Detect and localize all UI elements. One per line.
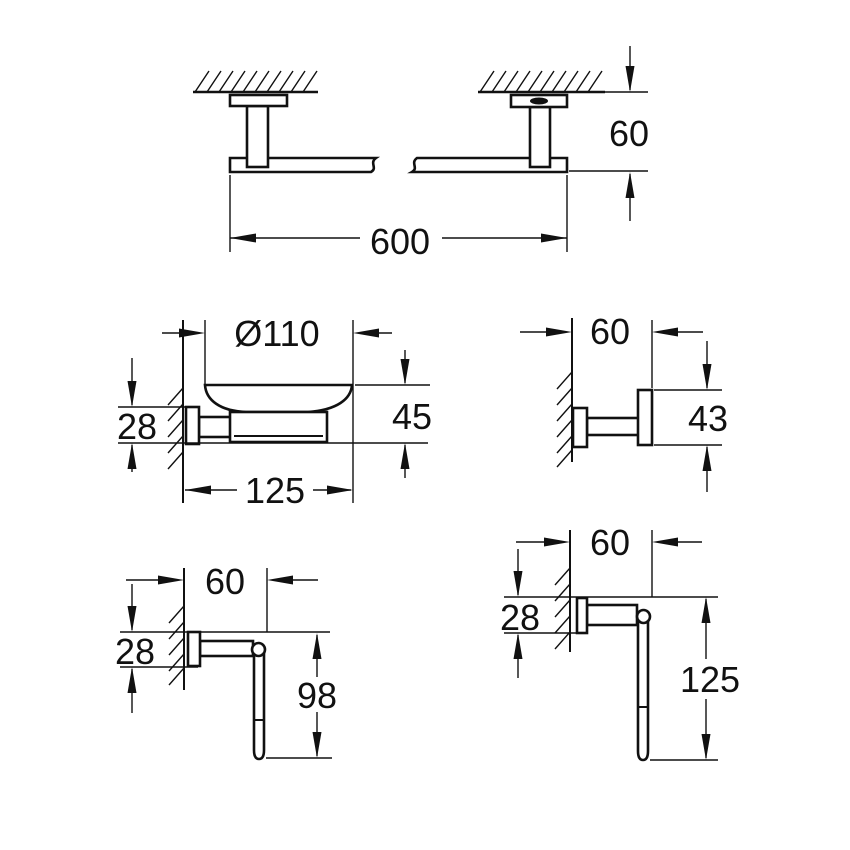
paper-holder-bar — [636, 617, 650, 762]
soap-dish-ring — [228, 410, 329, 444]
dim-label-soap-mount: 28 — [117, 406, 157, 447]
dim-label-soap-height: 45 — [392, 396, 432, 437]
towel-bar-rail-right — [407, 156, 569, 174]
soap-dish-view: Ø110 45 28 125 — [117, 313, 432, 511]
dim-label-phl-depth: 60 — [590, 522, 630, 563]
dim-label-towel-length: 600 — [370, 221, 430, 262]
dim-label-ph-drop: 98 — [297, 675, 337, 716]
dim-label-phl-drop: 125 — [680, 659, 740, 700]
ph-mount-dimension: 28 — [115, 584, 155, 713]
dim-label-phl-mount: 28 — [500, 597, 540, 638]
wall-hatch — [168, 605, 185, 686]
hook-view: 60 43 — [520, 311, 728, 492]
towel-bar-post-right — [528, 105, 552, 169]
dim-label-soap-diameter: Ø110 — [234, 313, 319, 354]
paper-holder-view: 60 28 98 — [115, 561, 337, 761]
ph-depth-dimension: 60 — [126, 561, 318, 632]
phl-depth-dimension: 60 — [516, 522, 702, 597]
wall-hatch — [554, 567, 571, 650]
hook-height-dimension: 43 — [654, 341, 728, 492]
dim-label-hook-height: 43 — [688, 398, 728, 439]
hook-depth-dimension: 60 — [520, 311, 703, 388]
phl-drop-dimension: 125 — [650, 597, 740, 761]
dim-label-hook-depth: 60 — [590, 311, 630, 352]
paper-holder-bar — [252, 649, 266, 761]
dim-label-ph-depth: 60 — [205, 561, 245, 602]
paper-holder-wall-plate — [575, 596, 589, 635]
paper-holder-pivot — [250, 641, 267, 658]
dim-label-ph-mount: 28 — [115, 631, 155, 672]
paper-holder-arm — [585, 603, 639, 627]
soap-dish-bowl — [203, 383, 354, 414]
phl-mount-dimension: 28 — [500, 549, 540, 678]
soap-depth-dimension: 125 — [185, 470, 353, 511]
towel-bar-post-left — [245, 104, 270, 169]
paper-holder-pivot — [635, 608, 652, 625]
dim-label-soap-depth: 125 — [245, 470, 305, 511]
towel-height-dimension: 60 — [569, 46, 649, 221]
towel-length-dimension: 600 — [229, 175, 568, 262]
hook-front-plate — [636, 388, 654, 447]
wall-hatch — [167, 387, 184, 470]
dim-label-towel-height: 60 — [609, 113, 649, 154]
towel-bar-flange-left — [228, 93, 289, 108]
paper-holder-wall-plate — [186, 630, 202, 668]
screw-head — [530, 97, 548, 105]
soap-mount-dimension: 28 — [117, 358, 186, 472]
paper-holder-arm — [198, 639, 255, 658]
ph-drop-dimension: 98 — [266, 633, 337, 759]
hook-arm — [585, 416, 647, 437]
wall-hatch-left — [193, 70, 318, 94]
soap-dish-wall-plate — [184, 405, 201, 446]
paper-holder-long-view: 60 28 125 — [500, 522, 740, 762]
soap-dish-arm — [197, 415, 235, 439]
soap-diameter-dimension: Ø110 — [162, 313, 392, 503]
soap-height-dimension: 45 — [118, 350, 432, 478]
towel-bar-view: 60 600 — [193, 46, 649, 262]
hook-wall-plate — [571, 406, 589, 449]
wall-hatch — [556, 371, 573, 468]
wall-hatch-right — [478, 70, 605, 94]
